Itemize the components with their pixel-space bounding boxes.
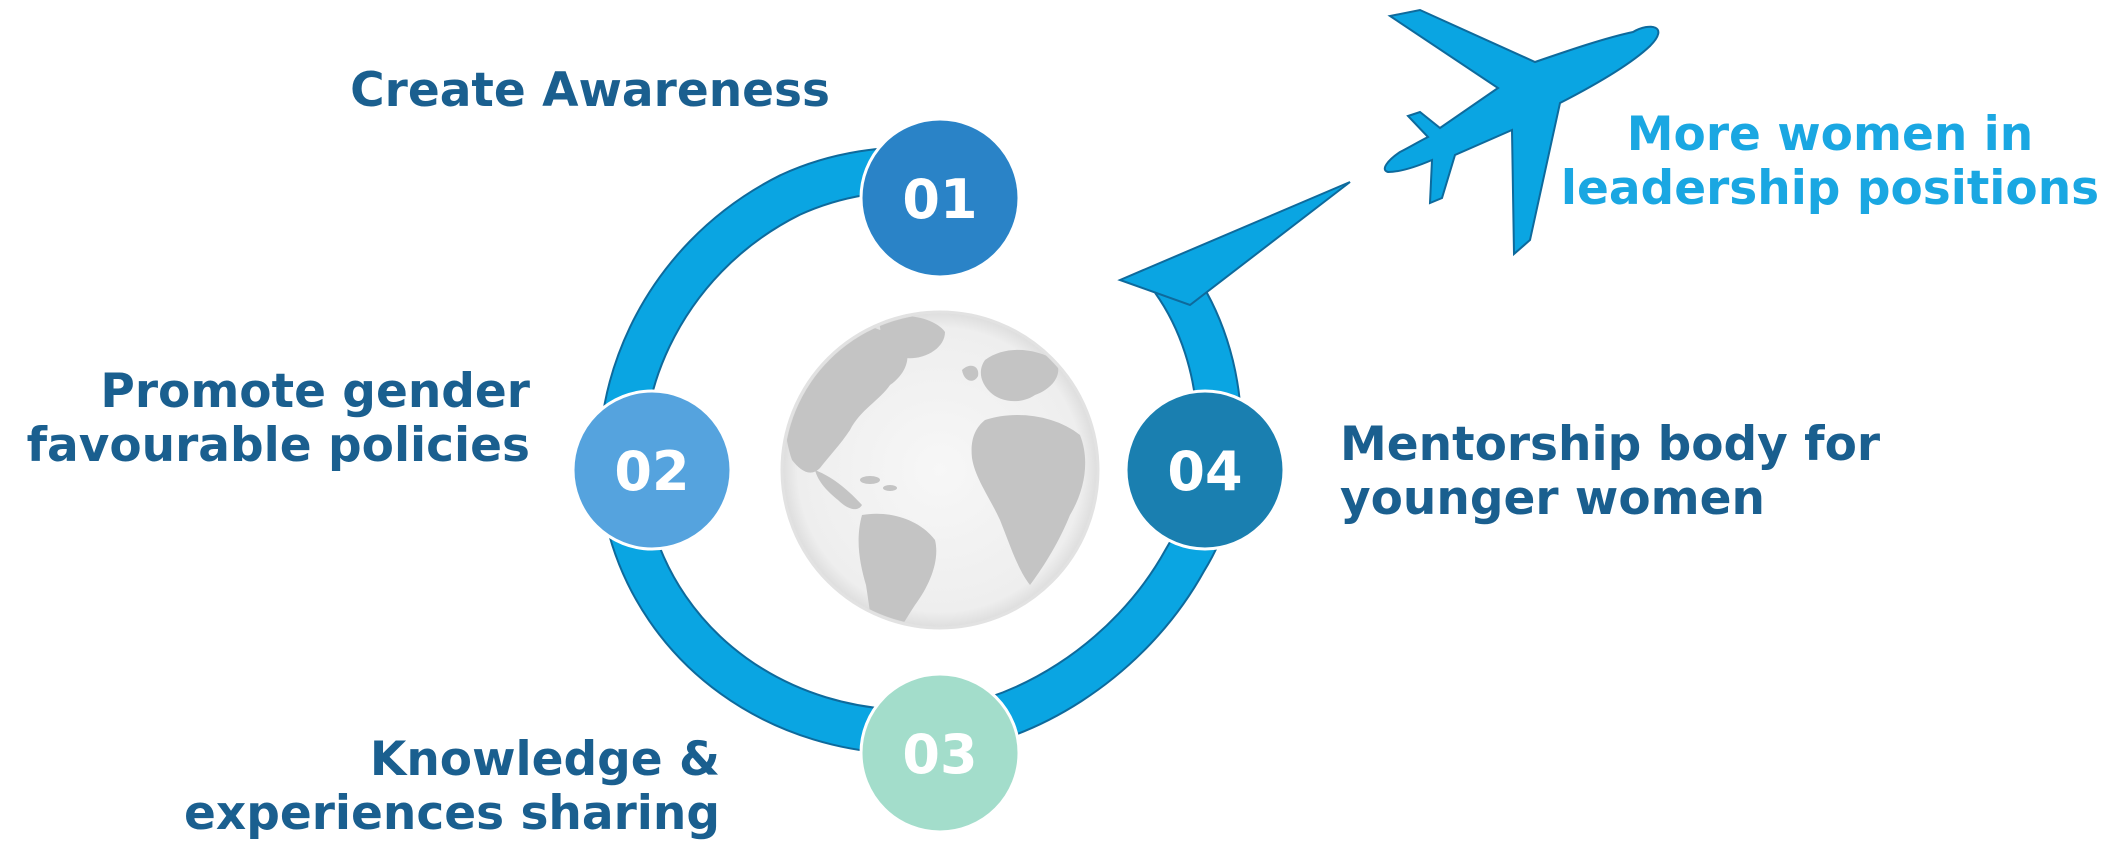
step-number-02: 02: [614, 440, 689, 503]
step-label-04-line-2: younger women: [1340, 471, 1765, 526]
step-label-03: Knowledge & experiences sharing: [100, 733, 720, 841]
step-label-02-line-1: Promote gender: [100, 364, 530, 419]
step-label-03-line-2: experiences sharing: [184, 786, 720, 841]
step-number-04: 04: [1167, 440, 1242, 503]
step-label-04: Mentorship body for younger women: [1340, 418, 1960, 526]
goal-label: More women in leadership positions: [1540, 108, 2120, 216]
step-circle-03: 03: [859, 672, 1021, 834]
step-label-02-line-2: favourable policies: [26, 418, 530, 473]
step-circle-02: 02: [571, 389, 733, 551]
step-circle-01: 01: [859, 117, 1021, 279]
step-label-03-line-1: Knowledge &: [369, 732, 720, 787]
step-label-04-line-1: Mentorship body for: [1340, 417, 1881, 472]
step-number-03: 03: [902, 723, 977, 786]
globe-icon: [780, 310, 1100, 630]
step-label-01-line-1: Create Awareness: [350, 63, 830, 118]
goal-label-line-1: More women in: [1626, 107, 2034, 162]
airplane-icon: [1383, 8, 1660, 257]
goal-label-line-2: leadership positions: [1560, 161, 2100, 216]
step-number-01: 01: [902, 168, 977, 231]
step-label-02: Promote gender favourable policies: [0, 365, 530, 473]
step-label-01: Create Awareness: [290, 64, 830, 118]
step-circle-04: 04: [1124, 389, 1286, 551]
